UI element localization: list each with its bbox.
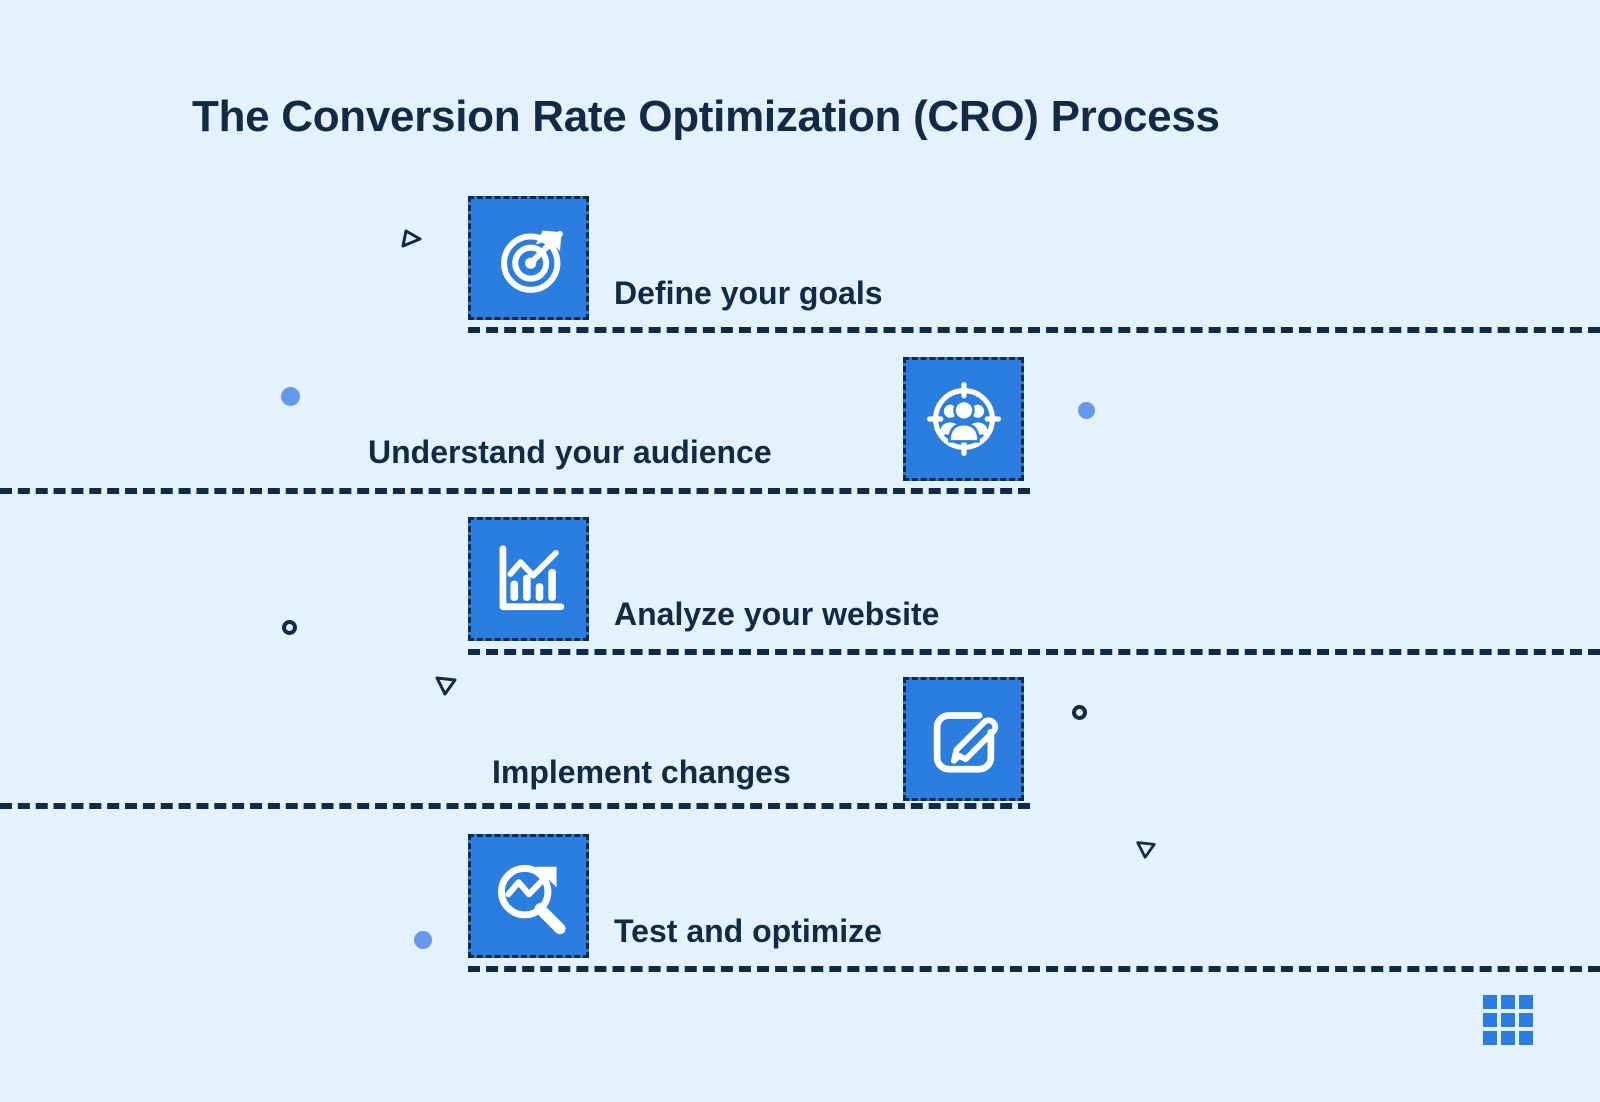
step-tile-implement-changes[interactable] [903, 677, 1024, 801]
filled-dot-right-upper [1078, 402, 1095, 419]
step-label-understand-your-audience: Understand your audience [368, 434, 772, 470]
step-tile-define-your-goals[interactable] [468, 196, 589, 320]
step-label-analyze-your-website: Analyze your website [614, 596, 940, 632]
step-label-test-and-optimize: Test and optimize [614, 913, 882, 949]
grid-square [1519, 995, 1533, 1009]
filled-dot-left-upper [281, 387, 300, 406]
step-tile-understand-your-audience[interactable] [903, 357, 1024, 481]
grid-square [1501, 1013, 1515, 1027]
divider-rule-1 [468, 327, 1600, 333]
grid-square [1519, 1031, 1533, 1045]
step-tile-analyze-your-website[interactable] [468, 517, 589, 641]
page-title: The Conversion Rate Optimization (CRO) P… [192, 92, 1220, 141]
edit-pencil-square-icon [922, 697, 1006, 781]
triangle-right-icon [399, 228, 423, 252]
grid-square [1483, 1031, 1497, 1045]
grid-square [1519, 1013, 1533, 1027]
audience-crosshair-icon [921, 376, 1007, 462]
step-label-implement-changes: Implement changes [492, 754, 791, 790]
divider-rule-3 [468, 649, 1600, 655]
bar-chart-trend-icon [487, 537, 571, 621]
triangle-down-icon-upper [434, 673, 458, 697]
step-tile-test-and-optimize[interactable] [468, 834, 589, 958]
divider-rule-2 [0, 488, 1030, 494]
target-arrow-icon [486, 215, 572, 301]
divider-rule-5 [468, 966, 1600, 972]
hollow-ring-left [282, 620, 297, 635]
hollow-ring-right [1072, 705, 1087, 720]
square-grid-decoration [1483, 995, 1533, 1045]
grid-square [1501, 1031, 1515, 1045]
triangle-down-icon-lower [1135, 838, 1157, 860]
grid-square [1483, 1013, 1497, 1027]
divider-rule-4 [0, 803, 1030, 809]
grid-square [1501, 995, 1515, 1009]
grid-square [1483, 995, 1497, 1009]
filled-dot-left-lower [414, 931, 432, 949]
step-label-define-your-goals: Define your goals [614, 275, 883, 311]
magnifier-growth-icon [486, 853, 572, 939]
